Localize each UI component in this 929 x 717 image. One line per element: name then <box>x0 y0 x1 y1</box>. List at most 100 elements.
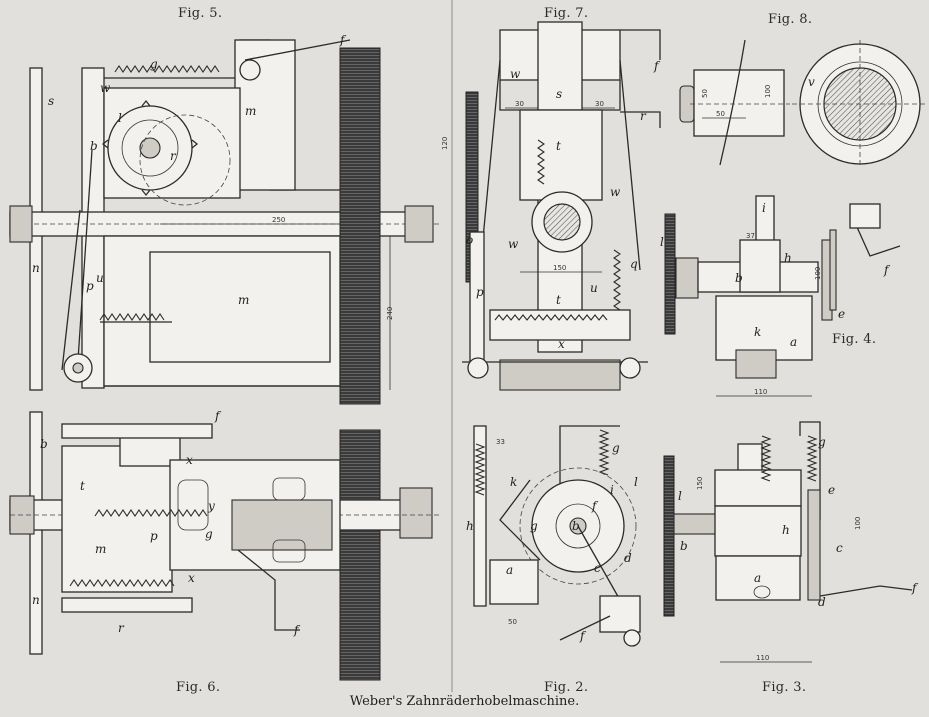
svg-text:f: f <box>214 409 222 423</box>
svg-text:k: k <box>754 325 761 339</box>
svg-text:v: v <box>808 75 815 89</box>
svg-text:b: b <box>40 437 48 451</box>
fig4-label: Fig. 4. <box>832 332 877 347</box>
svg-text:h: h <box>784 251 792 265</box>
fig7-label: Fig. 7. <box>544 6 589 21</box>
svg-text:l: l <box>634 475 638 489</box>
svg-text:s: s <box>556 87 562 101</box>
svg-text:250: 250 <box>272 216 285 224</box>
svg-text:150: 150 <box>553 264 566 272</box>
svg-text:110: 110 <box>754 388 767 396</box>
svg-text:h: h <box>466 519 474 533</box>
svg-text:x: x <box>188 571 195 585</box>
figure-5: 250 240 g f s w m l r b u p n m <box>9 33 440 405</box>
svg-text:h: h <box>782 523 790 537</box>
svg-text:100: 100 <box>764 85 772 98</box>
svg-text:o: o <box>466 233 473 247</box>
svg-text:r: r <box>640 109 647 123</box>
fig8-label: Fig. 8. <box>768 12 813 27</box>
svg-text:p: p <box>476 285 484 299</box>
svg-text:n: n <box>32 261 40 275</box>
svg-text:f: f <box>911 581 919 595</box>
fig5-label: Fig. 5. <box>178 6 223 21</box>
svg-text:r: r <box>170 149 177 163</box>
svg-text:a: a <box>506 563 513 577</box>
svg-text:l: l <box>660 235 664 249</box>
svg-text:150: 150 <box>696 477 704 490</box>
svg-text:w: w <box>508 237 519 251</box>
svg-text:p: p <box>86 279 94 293</box>
svg-text:g: g <box>818 435 826 449</box>
svg-text:f: f <box>579 629 587 643</box>
svg-text:w: w <box>610 185 621 199</box>
svg-text:120: 120 <box>441 137 449 150</box>
svg-text:x: x <box>558 337 565 351</box>
svg-text:e: e <box>838 307 845 321</box>
svg-text:g: g <box>530 519 538 533</box>
svg-text:f: f <box>293 623 301 637</box>
svg-text:30: 30 <box>515 100 524 108</box>
svg-text:a: a <box>790 335 797 349</box>
svg-text:b: b <box>90 139 98 153</box>
figure-6: f b x t y g m p x r n f <box>9 409 440 681</box>
figure-7: 30 30 120 150 f w s t r w o w p q u t x <box>441 21 661 391</box>
svg-text:50: 50 <box>508 618 517 626</box>
svg-text:m: m <box>95 542 106 556</box>
fig6-label: Fig. 6. <box>176 680 221 695</box>
svg-text:w: w <box>510 67 521 81</box>
svg-text:s: s <box>48 94 54 108</box>
svg-text:k: k <box>510 475 517 489</box>
svg-text:l: l <box>678 489 682 503</box>
svg-text:b: b <box>572 519 580 533</box>
svg-text:l: l <box>118 111 122 125</box>
svg-text:50: 50 <box>716 110 725 118</box>
svg-text:t: t <box>556 139 561 153</box>
figure-2: 50 33 k h g i f g b a c d f l <box>466 425 641 647</box>
svg-text:f: f <box>339 33 347 47</box>
svg-text:f: f <box>653 59 661 73</box>
svg-text:p: p <box>150 529 158 543</box>
figure-3: 110 100 150 l b h g e c a f d <box>663 421 919 663</box>
svg-text:t: t <box>556 293 561 307</box>
svg-text:c: c <box>836 541 843 555</box>
svg-text:33: 33 <box>496 438 505 446</box>
svg-text:d: d <box>818 595 826 609</box>
svg-text:d: d <box>624 551 632 565</box>
svg-text:u: u <box>96 271 104 285</box>
svg-text:r: r <box>118 621 125 635</box>
figure-8: 50 50 100 v <box>679 39 925 168</box>
svg-text:y: y <box>207 499 215 513</box>
svg-text:100: 100 <box>854 517 862 530</box>
svg-text:g: g <box>612 441 620 455</box>
svg-text:c: c <box>594 561 601 575</box>
fig2-label: Fig. 2. <box>544 680 589 695</box>
svg-text:t: t <box>80 479 85 493</box>
svg-text:x: x <box>186 453 193 467</box>
svg-text:u: u <box>590 281 598 295</box>
svg-text:m: m <box>245 104 256 118</box>
svg-text:f: f <box>591 499 599 513</box>
svg-text:50: 50 <box>701 89 709 98</box>
svg-text:i: i <box>610 483 614 497</box>
svg-text:100: 100 <box>814 267 822 280</box>
svg-text:e: e <box>828 483 835 497</box>
svg-text:b: b <box>735 271 743 285</box>
svg-text:a: a <box>754 571 761 585</box>
svg-text:110: 110 <box>756 654 769 662</box>
svg-text:g: g <box>150 57 158 71</box>
fig3-label: Fig. 3. <box>762 680 807 695</box>
plate-caption: Weber's Zahnräderhobelmaschine. <box>349 694 580 709</box>
svg-text:g: g <box>205 527 213 541</box>
svg-text:37: 37 <box>746 232 755 240</box>
svg-text:n: n <box>32 593 40 607</box>
svg-text:q: q <box>630 257 638 271</box>
svg-text:m: m <box>238 293 249 307</box>
figure-4: 110 37 100 i l b h f e k a <box>660 195 901 397</box>
svg-text:b: b <box>680 539 688 553</box>
svg-text:i: i <box>762 201 766 215</box>
svg-text:f: f <box>883 263 891 277</box>
svg-text:30: 30 <box>595 100 604 108</box>
svg-text:w: w <box>100 81 111 95</box>
